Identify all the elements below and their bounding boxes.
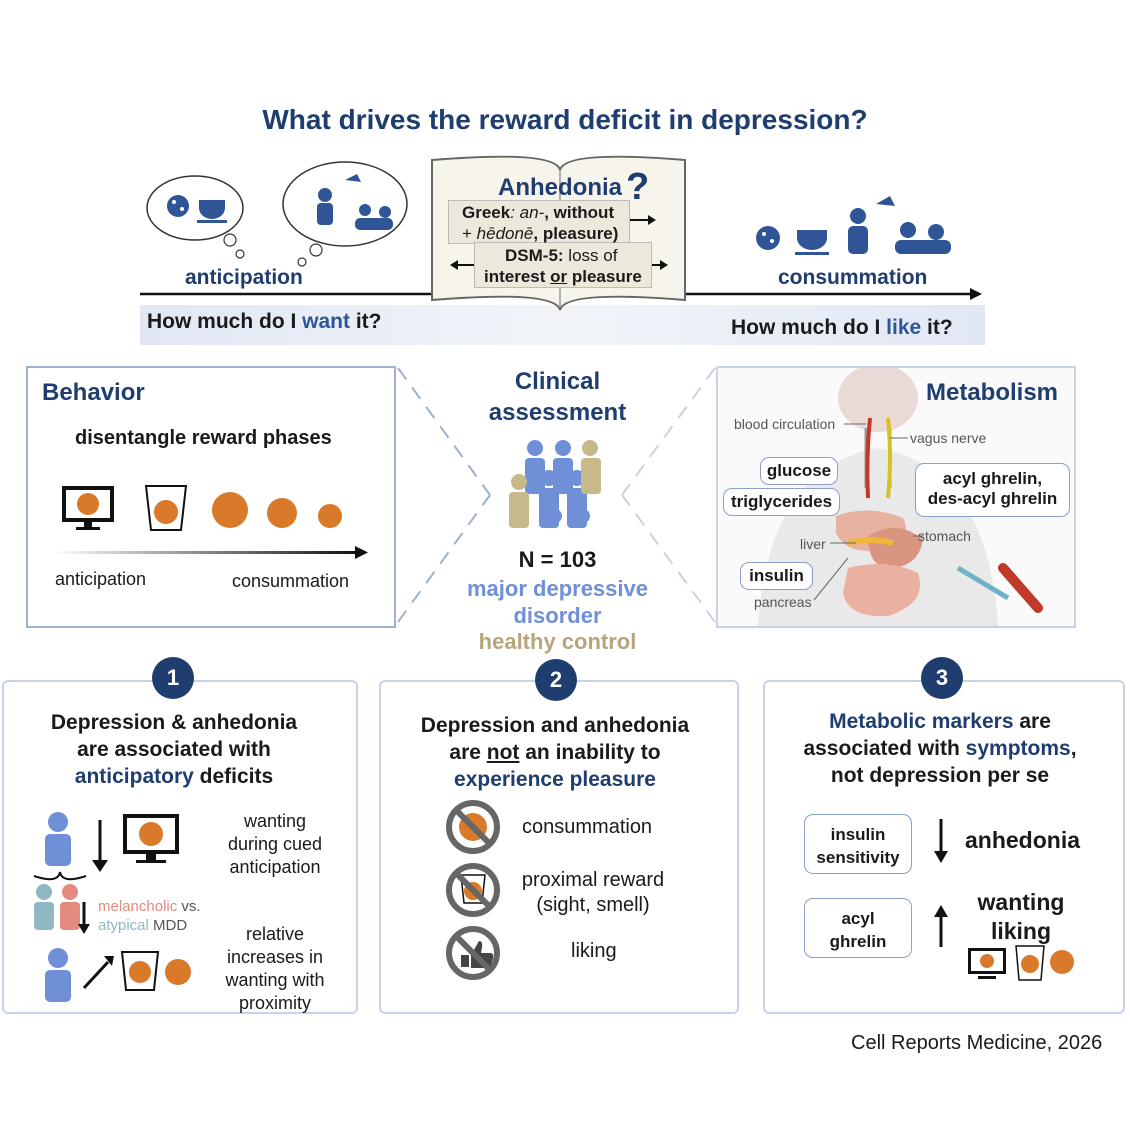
finding-number-3: 3 — [921, 657, 963, 699]
question-mark-icon: ? — [626, 166, 650, 208]
cookie-icon-right — [756, 226, 780, 250]
pancreas-label: pancreas — [754, 594, 812, 610]
finding-3-heading: Metabolic markers are associated with sy… — [803, 710, 1077, 787]
consummation-label: consummation — [778, 266, 928, 289]
acyl-ghrelin-pill: acyl ghrelin — [804, 898, 912, 958]
insulin-sensitivity-pill: insulin sensitivity — [804, 814, 912, 874]
liking-item: liking — [571, 940, 617, 962]
behavior-heading: Behavior — [42, 379, 145, 406]
greek-line-1: Greek: an-, without — [462, 203, 615, 222]
book-heading: Anhedonia? — [498, 166, 650, 208]
reward-phase-icons — [968, 945, 1074, 981]
relative-increase-text: relative increases in wanting with proxi… — [225, 924, 325, 1013]
greek-definition-box — [448, 200, 630, 244]
wanting-liking-label: wanting liking — [977, 889, 1065, 944]
shower-person-icon — [318, 188, 332, 202]
anticipation-label: anticipation — [185, 266, 303, 289]
thought-bubble-large — [282, 161, 408, 247]
chat-people-icon — [359, 204, 371, 216]
metabolism-heading: Metabolism — [926, 379, 1059, 406]
consummation-item: consummation — [522, 816, 653, 838]
blood-circulation-label: blood circulation — [734, 416, 836, 432]
chat-people-icon-right — [900, 222, 916, 238]
no-thumbs-up-icon — [446, 926, 500, 980]
finding-1-heading: Depression & anhedonia are associated wi… — [50, 711, 298, 788]
no-proximal-reward-icon — [446, 863, 500, 917]
timeline-arrow-head — [970, 288, 982, 300]
cookie-icon-large — [212, 492, 248, 528]
hc-label: healthy control — [478, 629, 637, 654]
finding-number-2: 2 — [535, 659, 577, 701]
triglycerides-pill: triglycerides — [723, 488, 840, 516]
wanting-cued-text: wanting during cued anticipation — [227, 811, 323, 877]
thought-bubble-small — [146, 175, 244, 241]
insulin-pill: insulin — [740, 562, 813, 590]
finding-number-1: 1 — [152, 657, 194, 699]
finding-2-icons — [446, 800, 500, 980]
cookie-icon — [1050, 950, 1074, 974]
behavior-consummation: consummation — [232, 571, 350, 591]
proximal-reward-item: proximal reward (sight, smell) — [521, 869, 665, 916]
dsm-definition-box — [474, 242, 652, 288]
anhedonia-label: anhedonia — [965, 827, 1081, 853]
cup-icon-right — [797, 230, 827, 250]
vagus-nerve-label: vagus nerve — [910, 430, 987, 446]
participants-icon — [509, 440, 601, 528]
behavior-phases-graphic — [52, 485, 368, 559]
finding-1-icons — [33, 812, 191, 1002]
stomach-label: stomach — [918, 528, 971, 544]
want-question: How much do I want it? — [147, 310, 382, 333]
finding-2-heading: Depression and anhedonia are not an inab… — [420, 714, 690, 791]
finding-panel-2 — [379, 680, 739, 1014]
glucose-pill: glucose — [760, 457, 838, 485]
like-question: How much do I like it? — [731, 316, 953, 339]
cookie-icon-medium — [267, 498, 297, 528]
cookie-icon-small — [318, 504, 342, 528]
person-icon — [45, 812, 71, 866]
direction-arrows — [934, 819, 948, 947]
citation: Cell Reports Medicine, 2026 — [851, 1032, 1103, 1054]
sample-size: N = 103 — [518, 547, 597, 572]
ghrelin-pill: acyl ghrelin, des-acyl ghrelin — [915, 463, 1070, 517]
brace-icon — [33, 871, 87, 881]
cookie-icon — [167, 195, 189, 217]
no-cookie-icon — [446, 800, 500, 854]
subtype-text: melancholic vs. atypical MDD — [98, 898, 201, 934]
liver-label: liver — [800, 536, 826, 552]
dashed-connectors — [397, 367, 716, 623]
behavior-anticipation: anticipation — [55, 569, 147, 589]
behavior-subtitle: disentangle reward phases — [75, 427, 332, 449]
greek-line-2: + hēdonē, pleasure) — [462, 224, 619, 243]
cup-icon — [199, 200, 225, 219]
mdd-label: major depressive disorder — [467, 576, 648, 628]
shower-person-icon-right — [850, 208, 866, 224]
cookie-icon — [165, 959, 191, 985]
dsm-line-2: interest or pleasure — [484, 267, 642, 286]
dsm-line-1: DSM-5: loss of — [505, 246, 618, 265]
clinical-heading: Clinical assessment — [488, 368, 627, 426]
figure-title: What drives the reward deficit in depres… — [262, 104, 868, 135]
question-band — [140, 305, 985, 345]
